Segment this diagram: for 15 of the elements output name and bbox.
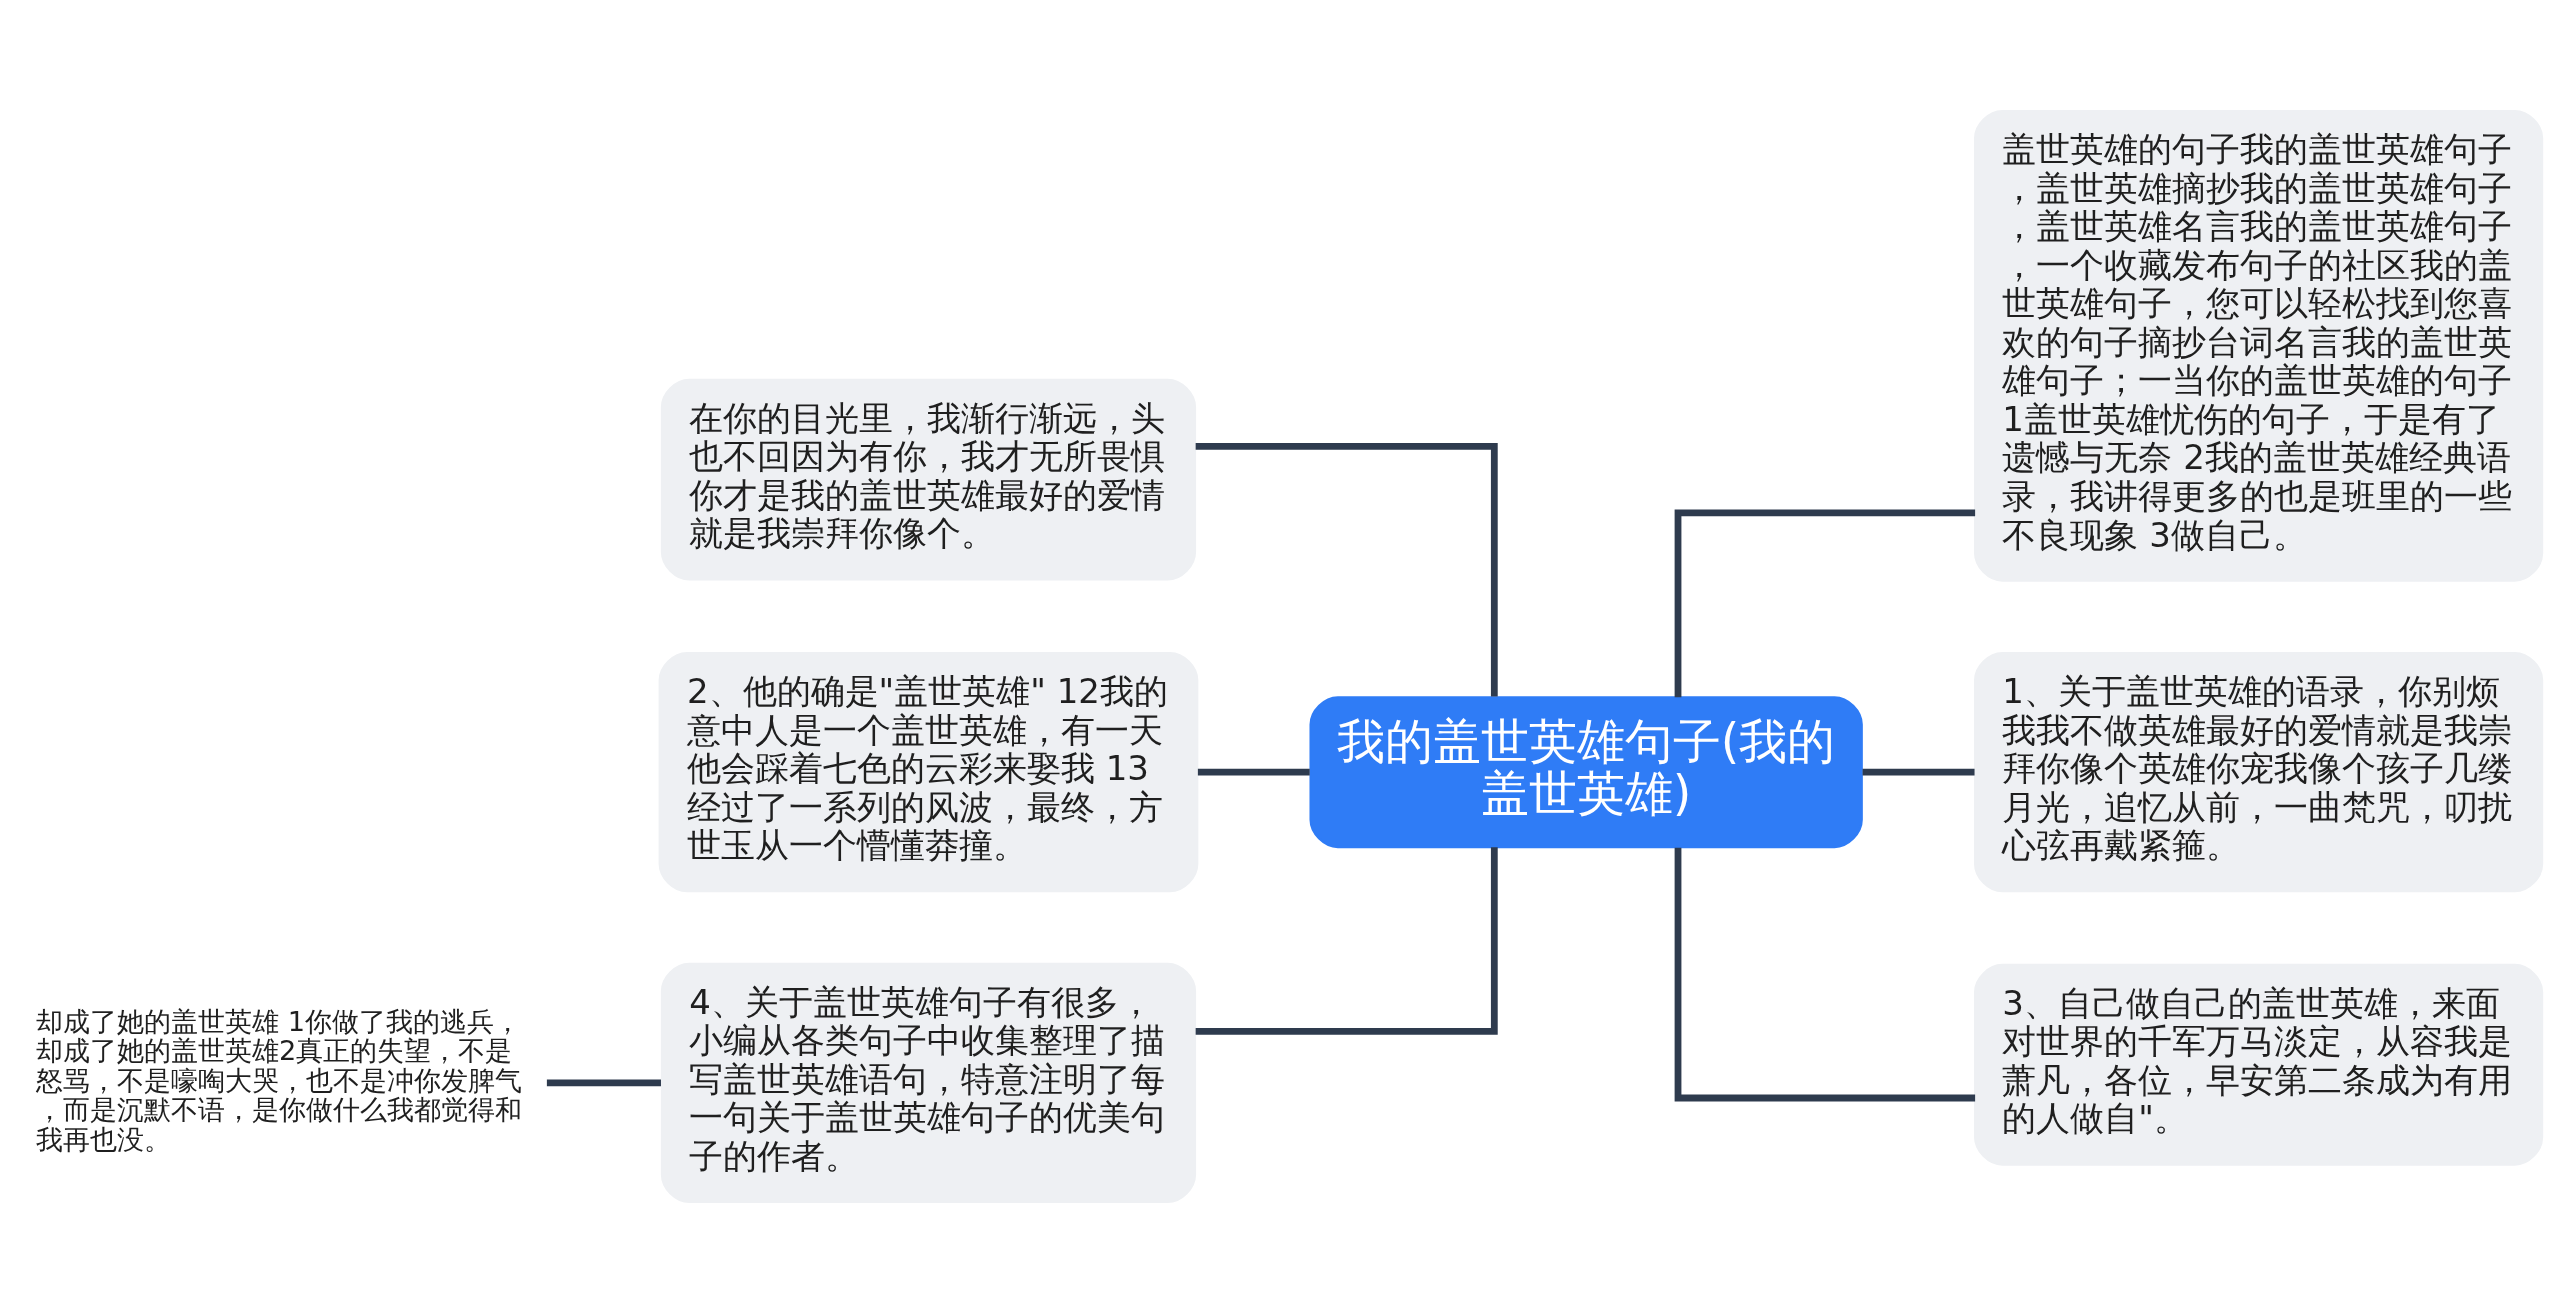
node-box: 4、关于盖世英雄句子有很多，小编从各类句子中收集整理了描写盖世英雄语句，特意注明了每一句关于盖世英雄句子的优美句子的作者。: [660, 962, 1197, 1204]
connector: [1674, 847, 1976, 1102]
node-box: 我的盖世英雄句子(我的盖世英雄): [1309, 696, 1863, 849]
node-box: 3、自己做自己的盖世英雄，来面对世界的千军万马淡定，从容我是萧凡，各位，早安第二条成为有用的人做自"。: [1973, 963, 2544, 1166]
connector: [546, 1079, 661, 1087]
node-box: 在你的目光里，我渐行渐远，头也不回因为有你，我才无所畏惧你才是我的盖世英雄最好的爱情就是我崇拜你像个。: [660, 378, 1197, 581]
node-text: 却成了她的盖世英雄 1你做了我的逃兵，却成了她的盖世英雄2真正的失望，不是怒骂，不是嚎啕大哭，也不是冲你发脾气，而是沉默不语，是你做什么我都觉得和我再也没。: [36, 1005, 523, 1155]
node-box: 2、他的确是"盖世英雄" 12我的意中人是一个盖世英雄，有一天他会踩着七色的云彩来娶我 13经过了一系列的风波，最终，方世玉从一个懵懂莽撞。: [658, 651, 1199, 893]
connector: [1862, 768, 1975, 776]
connector: [1674, 509, 1976, 698]
connector: [1195, 442, 1498, 697]
connector: [1197, 768, 1310, 776]
node-box: 1、关于盖世英雄的语录，你别烦我我不做英雄最好的爱情就是我崇拜你像个英雄你宠我像个孩子几缕月光，追忆从前，一曲梵咒，叨扰心弦再戴紧箍。: [1973, 651, 2544, 893]
connector: [1195, 847, 1498, 1035]
node-box: 盖世英雄的句子我的盖世英雄句子，盖世英雄摘抄我的盖世英雄句子，盖世英雄名言我的盖世英雄句子，一个收藏发布句子的社区我的盖世英雄句子，您可以轻松找到您喜欢的句子摘抄台词名言我的盖世英雄句子；一当你的盖世英雄的句子 1盖世英雄忧伤的句子，于是有了遗憾与无奈 2我的盖世英雄经典语录，我讲得更多的也是班里的一些不良现象 3做自己。: [1973, 109, 2544, 582]
